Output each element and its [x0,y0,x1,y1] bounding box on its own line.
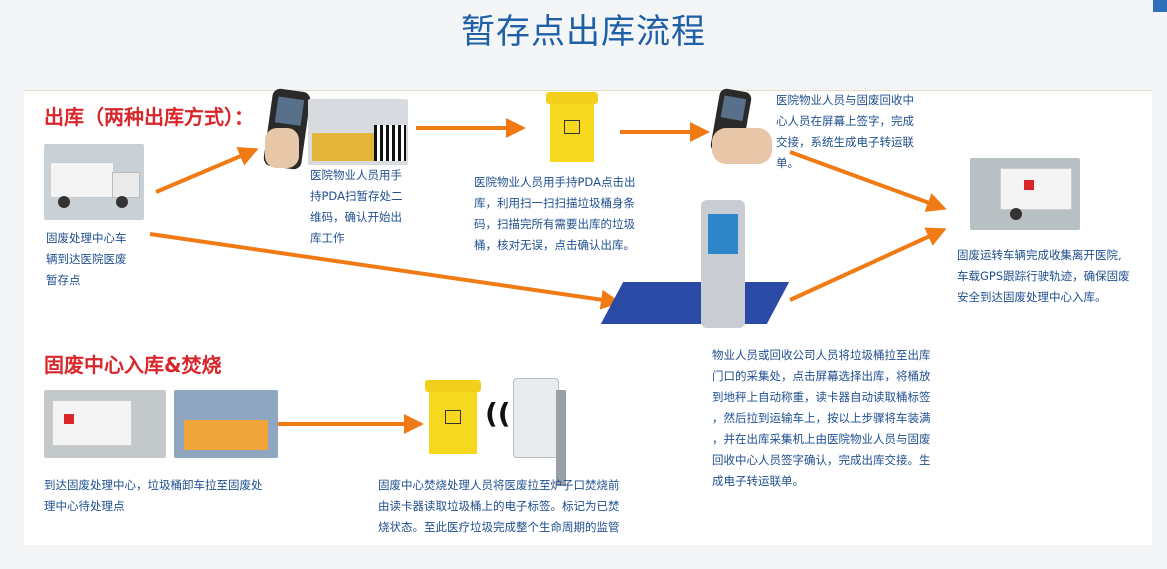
caption-truck-arrive: 固废处理中心车 辆到达医院医废 暂存点 [46,231,127,287]
mount-pole [556,390,566,486]
caption-kiosk: 物业人员或回收公司人员将垃圾桶拉至出库 门口的采集处，点击屏幕选择出库，将桶放 … [712,348,931,488]
transport-truck-photo [970,158,1080,230]
floor-scale-icon [600,282,790,324]
wireless-signal-icon: (( [485,397,511,430]
biohazard-icon [445,410,461,424]
truck-box [50,162,114,198]
yellow-bin-icon [425,380,481,458]
bin-lid [425,380,481,392]
caption-center-arrive: 到达固废处理中心，垃圾桶卸车拉至固废处 理中心待处理点 [44,478,263,513]
caption-sign-handover: 医院物业人员与固废回收中 心人员在屏幕上签字，完成 交接，系统生成电子转运联 单… [776,93,914,170]
arrow-truck-to-scale [149,232,621,310]
caption-scan-qr: 医院物业人员用手 持PDA扫暂存处二 维码，确认开始出 库工作 [310,168,403,245]
hand-shape [265,128,299,168]
unloading-photo [174,390,278,458]
rfid-reader-icon [513,378,559,458]
flow-panel [24,90,1152,545]
qr-code-icon [374,125,406,161]
pda-screen [274,96,305,126]
caption-truck-leave: 固废运转车辆完成收集离开医院, 车载GPS跟踪行驶轨迹，确保固废 安全到达固废处… [957,248,1130,304]
truck-wheel [116,196,128,208]
corner-accent [1153,0,1167,12]
caption-scan-bins: 医院物业人员用手持PDA点击出 库，利用扫一扫扫描垃圾桶身条 码，扫描完所有需要… [474,175,636,252]
truck-wheel [1010,208,1022,220]
truck-photo [44,144,144,220]
red-cross-icon [64,414,74,424]
bins-row [184,420,268,450]
page-title: 暂存点出库流程 [461,12,706,52]
bins-row [312,133,376,161]
truck-box [1000,168,1072,210]
section-outbound-title: 出库（两种出库方式）： [44,105,254,129]
yellow-bin-icon [546,92,598,166]
truck-cab [112,172,140,198]
pda-screen [720,95,747,121]
section-inbound-title: 固废中心入库&焚烧 [44,353,222,377]
hand-shape [712,128,772,164]
storage-room-photo [308,99,408,165]
arrow-sign-to-truck [789,150,947,212]
red-cross-icon [1024,180,1034,190]
panel-top-line [24,90,1152,91]
bin-lid [546,92,598,104]
kiosk-screen [708,214,738,254]
arrow-truck-to-pda [155,147,259,194]
biohazard-icon [564,120,580,134]
caption-incinerate: 固废中心焚烧处理人员将医废拉至炉子口焚烧前 由读卡器读取垃圾桶上的电子标签。标记… [378,478,620,534]
kiosk-icon [701,200,745,328]
truck-wheel [58,196,70,208]
arrow-scale-to-truck [789,227,947,302]
center-truck-photo [44,390,166,458]
